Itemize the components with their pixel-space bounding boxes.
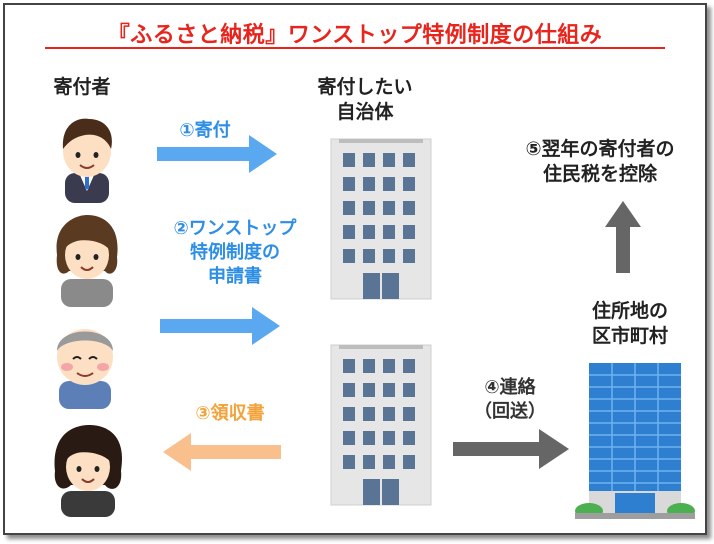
deduction-line2: 住民税を控除 <box>542 163 657 185</box>
step1-label: ①寄付 <box>179 120 231 141</box>
step2-line3: 申請書 <box>208 266 262 287</box>
target-municipality-line2: 自治体 <box>336 101 394 123</box>
target-municipality-building-icon <box>330 138 432 300</box>
step3-label: ③領収書 <box>195 403 265 424</box>
step4-arrow-icon <box>453 429 569 469</box>
resident-municipality-building-icon <box>575 363 695 519</box>
step2-arrow-icon <box>160 307 280 345</box>
step4-label: ④連絡 （回送） <box>455 376 565 424</box>
resident-municipality-line2: 区市町村 <box>591 325 668 347</box>
step5-up-arrow-icon <box>605 201 641 273</box>
deduction-label: ⑤翌年の寄付者の 住民税を控除 <box>495 137 705 187</box>
deduction-line1: ⑤翌年の寄付者の <box>525 138 675 160</box>
donor-label: 寄付者 <box>53 76 111 98</box>
diagram-frame: 『ふるさと納税』ワンストップ特例制度の仕組み 寄付者 寄付したい 自治体 ⑤翌年… <box>3 3 707 535</box>
step2-line1: ②ワンストップ <box>173 218 297 239</box>
step2-label: ②ワンストップ 特例制度の 申請書 <box>145 217 325 289</box>
target-municipality-building-2-icon <box>330 344 432 506</box>
diagram-title: 『ふるさと納税』ワンストップ特例制度の仕組み <box>107 23 603 48</box>
step4-line2: （回送） <box>474 401 546 422</box>
resident-municipality-label: 住所地の 区市町村 <box>570 299 690 349</box>
resident-municipality-line1: 住所地の <box>591 300 668 322</box>
target-municipality-label: 寄付したい 自治体 <box>305 75 425 125</box>
step3-arrow-icon <box>163 433 281 471</box>
donor-elderly-man-icon <box>57 329 113 409</box>
donor-elderly-woman-icon <box>54 425 123 517</box>
step2-line2: 特例制度の <box>190 242 280 263</box>
title-underline <box>45 47 665 49</box>
step1-arrow-icon <box>157 135 277 173</box>
donor-woman-icon <box>56 215 118 307</box>
donor-man-young-icon <box>62 118 112 203</box>
target-municipality-line1: 寄付したい <box>317 76 413 98</box>
step4-line1: ④連絡 <box>484 377 536 398</box>
